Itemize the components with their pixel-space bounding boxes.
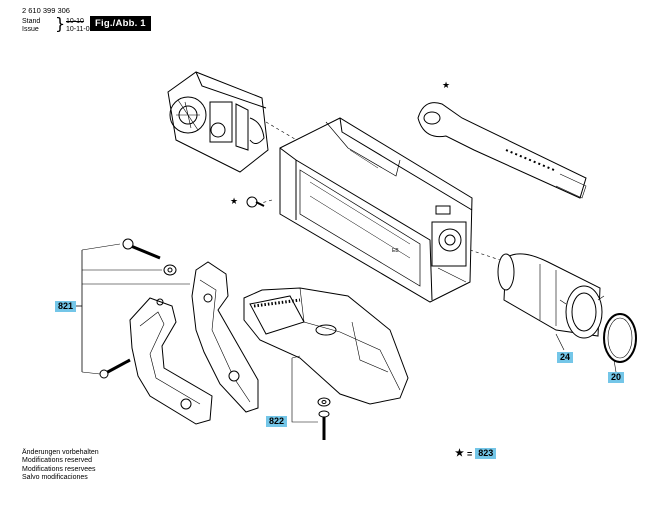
footer-line: Salvo modificaciones xyxy=(22,474,88,482)
screw-part-822 xyxy=(291,355,331,440)
star-legend: ★ = 823 xyxy=(455,448,497,459)
footer-notice: Änderungen vorbehalten Modifications res… xyxy=(22,449,99,483)
main-housing-part: EB xyxy=(279,117,473,303)
legend-star: ★ xyxy=(455,448,464,459)
stand-date: 10-10 xyxy=(66,18,84,25)
screw-part-star xyxy=(246,196,265,208)
brace-glyph: } xyxy=(55,14,66,33)
figure-label: Fig./Abb. 1 xyxy=(90,16,151,31)
footer-line: Modifications reservees xyxy=(22,465,96,473)
gear-housing-part xyxy=(167,71,269,173)
callout-822: 822 xyxy=(266,416,288,427)
issue-label: Issue xyxy=(22,26,39,33)
svg-text:EB: EB xyxy=(392,248,399,254)
star-marker: ★ xyxy=(230,196,239,206)
callout-821: 821 xyxy=(55,301,77,312)
clamp-parts-821 xyxy=(76,238,259,425)
issue-date: 10-11-02 xyxy=(66,26,94,33)
stand-label: Stand xyxy=(22,18,41,25)
callout-24: 24 xyxy=(557,352,574,363)
legend-equals: = xyxy=(466,448,473,459)
footer-line: Modifications reserved xyxy=(22,457,93,465)
star-marker: ★ xyxy=(442,80,451,90)
callout-20: 20 xyxy=(608,372,625,383)
legend-ref: 823 xyxy=(475,448,497,459)
stand-issue-labels: Stand Issue xyxy=(22,18,40,34)
sleeve-part-24 xyxy=(497,253,605,351)
o-ring-part-20 xyxy=(603,313,637,373)
document-number: 2 610 399 306 xyxy=(22,6,70,15)
footer-line: Änderungen vorbehalten xyxy=(22,449,99,456)
blade-holder-part xyxy=(417,102,587,199)
guide-shoe-part xyxy=(243,287,409,405)
stand-issue-dates: 10-10 10-11-02 xyxy=(66,18,94,34)
